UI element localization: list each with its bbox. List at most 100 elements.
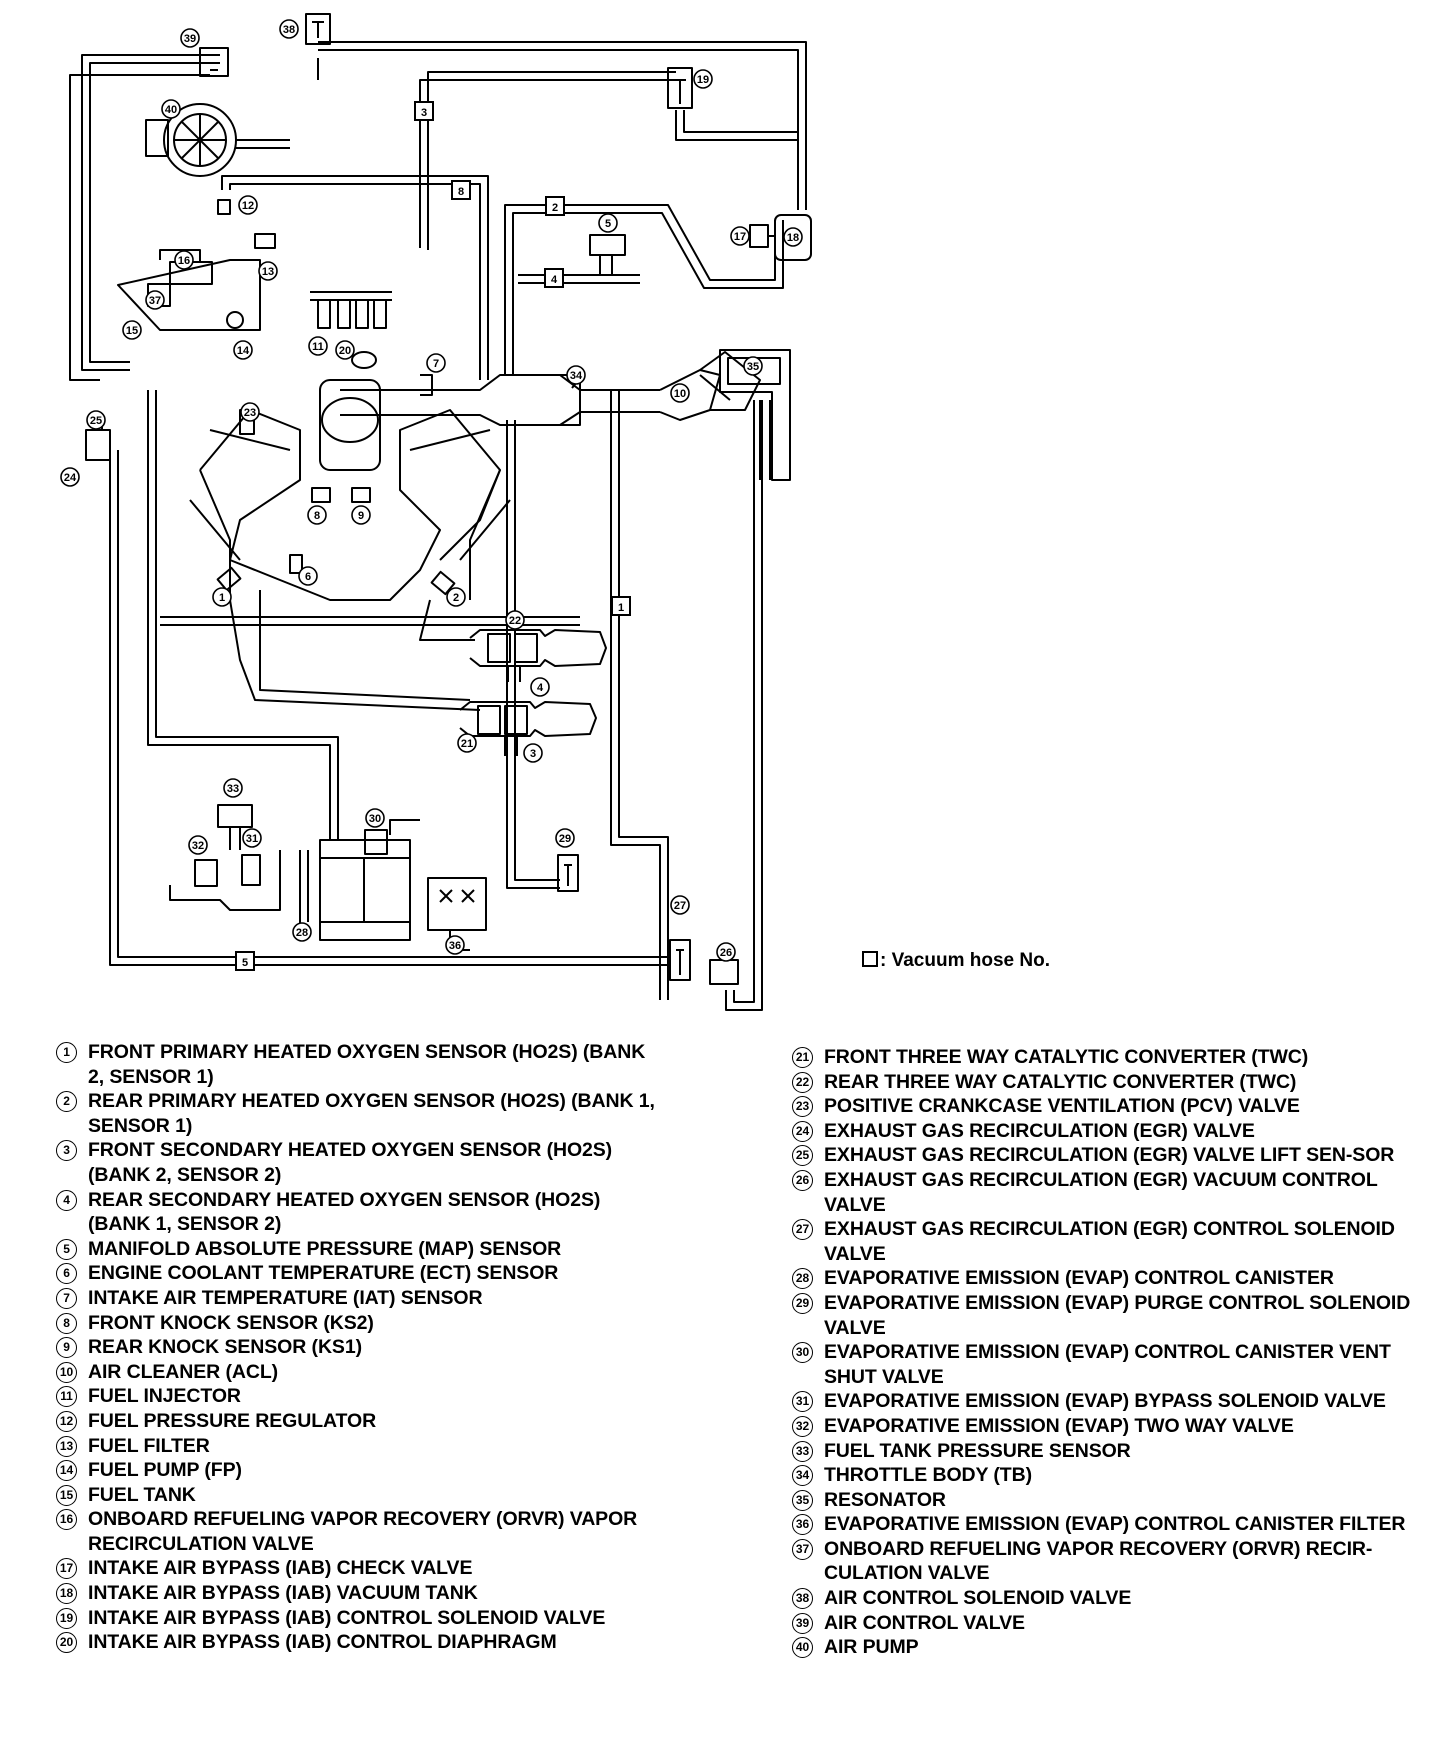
legend-text: EXHAUST GAS RECIRCULATION (EGR) CONTROL … xyxy=(824,1218,1395,1265)
legend-text: EVAPORATIVE EMISSION (EVAP) PURGE CONTRO… xyxy=(824,1291,1411,1339)
legend-text: EVAPORATIVE EMISSION (EVAP) TWO WAY VALV… xyxy=(824,1414,1294,1437)
svg-text:34: 34 xyxy=(570,370,583,382)
intake-tract xyxy=(340,374,660,426)
callout-18: 18 xyxy=(783,227,803,247)
svg-text:33: 33 xyxy=(227,783,239,795)
legend-item: 8 FRONT KNOCK SENSOR (KS2) xyxy=(56,1311,656,1336)
svg-text:22: 22 xyxy=(509,615,521,627)
legend-number-icon: 19 xyxy=(56,1607,77,1629)
legend-text: EVAPORATIVE EMISSION (EVAP) CONTROL CANI… xyxy=(824,1267,1334,1290)
callout-23: 23 xyxy=(240,402,260,422)
legend-number-icon: 34 xyxy=(792,1465,813,1487)
svg-text:16: 16 xyxy=(178,255,190,267)
knock-sensors xyxy=(311,487,371,503)
vacuum-hose-label-2: 2 xyxy=(545,196,565,216)
callout-12: 12 xyxy=(238,195,258,215)
svg-text:1: 1 xyxy=(618,602,624,614)
svg-text:37: 37 xyxy=(149,295,161,307)
legend-item: 32 EVAPORATIVE EMISSION (EVAP) TWO WAY VA… xyxy=(792,1414,1432,1439)
legend-number-icon: 32 xyxy=(792,1415,813,1437)
svg-text:10: 10 xyxy=(674,388,686,400)
svg-text:39: 39 xyxy=(184,33,196,45)
callout-13: 13 xyxy=(258,261,278,281)
legend-number-icon: 38 xyxy=(792,1588,813,1610)
egr-vacuum-control-valve xyxy=(709,959,739,985)
legend-text: FUEL PUMP (FP) xyxy=(88,1459,242,1482)
air-control-valve xyxy=(199,47,229,77)
air-control-solenoid-valve xyxy=(305,13,331,45)
legend-text: EXHAUST GAS RECIRCULATION (EGR) VACUUM C… xyxy=(824,1168,1378,1216)
callout-10: 10 xyxy=(670,383,690,403)
callout-17: 17 xyxy=(730,226,750,246)
engine-block xyxy=(189,379,511,601)
svg-text:11: 11 xyxy=(312,341,324,353)
fuel-injectors xyxy=(310,291,392,329)
callout-29: 29 xyxy=(555,828,575,848)
component-callouts: 1 2 3 4 5 6 7 8 9 10 11 12 13 14 15 16 1… xyxy=(60,19,803,962)
svg-text:8: 8 xyxy=(314,510,320,522)
svg-text:18: 18 xyxy=(787,232,799,244)
legend-text: FRONT PRIMARY HEATED OXYGEN SENSOR (HO2S… xyxy=(88,1041,646,1088)
primary-ho2s-front xyxy=(216,566,242,592)
legend-text: EVAPORATIVE EMISSION (EVAP) BYPASS SOLEN… xyxy=(824,1390,1386,1413)
legend-number-icon: 39 xyxy=(792,1612,813,1634)
egr-control-solenoid-valve xyxy=(669,939,691,981)
iab-vacuum-tank xyxy=(774,214,812,261)
evap-bypass-solenoid-valve xyxy=(241,854,261,886)
legend-number-icon: 7 xyxy=(56,1287,77,1309)
legend-text: FRONT SECONDARY HEATED OXYGEN SENSOR (HO… xyxy=(88,1139,613,1186)
svg-text:6: 6 xyxy=(305,571,311,583)
svg-text:29: 29 xyxy=(559,833,571,845)
callout-2: 2 xyxy=(446,587,466,607)
legend-number-icon: 40 xyxy=(792,1637,813,1659)
vacuum-hose-label-3: 3 xyxy=(414,101,434,121)
vacuum-hose-routing-diagram: 3 8 2 4 1 5 1 2 3 4 5 6 7 8 9 10 11 12 1… xyxy=(60,13,812,1011)
callout-36: 36 xyxy=(445,935,465,955)
evap-purge-control-solenoid-valve xyxy=(557,854,579,892)
legend-number-icon: 15 xyxy=(56,1484,77,1506)
legend-text: AIR CONTROL VALVE xyxy=(824,1611,1025,1634)
svg-text:3: 3 xyxy=(421,107,427,119)
legend-number-icon: 5 xyxy=(56,1238,77,1260)
svg-text:4: 4 xyxy=(537,682,544,694)
vacuum-hose-label-4: 4 xyxy=(544,268,564,288)
callout-26: 26 xyxy=(716,942,736,962)
legend-text: FUEL INJECTOR xyxy=(88,1385,241,1408)
fuel-filter xyxy=(254,233,276,249)
callout-34: 34 xyxy=(566,365,586,385)
legend-text: EVAPORATIVE EMISSION (EVAP) CONTROL CANI… xyxy=(824,1341,1391,1388)
svg-text:28: 28 xyxy=(296,927,308,939)
callout-5: 5 xyxy=(598,213,618,233)
legend-number-icon: 8 xyxy=(56,1312,77,1334)
legend-text: REAR KNOCK SENSOR (KS1) xyxy=(88,1336,362,1359)
legend-text: EVAPORATIVE EMISSION (EVAP) CONTROL CANI… xyxy=(824,1513,1406,1536)
callout-24: 24 xyxy=(60,467,80,487)
callout-6: 6 xyxy=(298,566,318,586)
legend-text: THROTTLE BODY (TB) xyxy=(824,1464,1032,1487)
legend-text: FRONT KNOCK SENSOR (KS2) xyxy=(88,1311,374,1334)
callout-32: 32 xyxy=(188,835,208,855)
evap-canister-vent-shut-valve xyxy=(364,829,388,855)
callout-14: 14 xyxy=(233,340,253,360)
legend-text: FUEL TANK xyxy=(88,1483,196,1506)
fuel-tank-pressure-sensor xyxy=(217,804,253,850)
front-twc xyxy=(459,701,597,756)
callout-27: 27 xyxy=(670,895,690,915)
legend-text: REAR SECONDARY HEATED OXYGEN SENSOR (HO2… xyxy=(88,1188,601,1236)
legend-text: ENGINE COOLANT TEMPERATURE (ECT) SENSOR xyxy=(88,1262,559,1285)
